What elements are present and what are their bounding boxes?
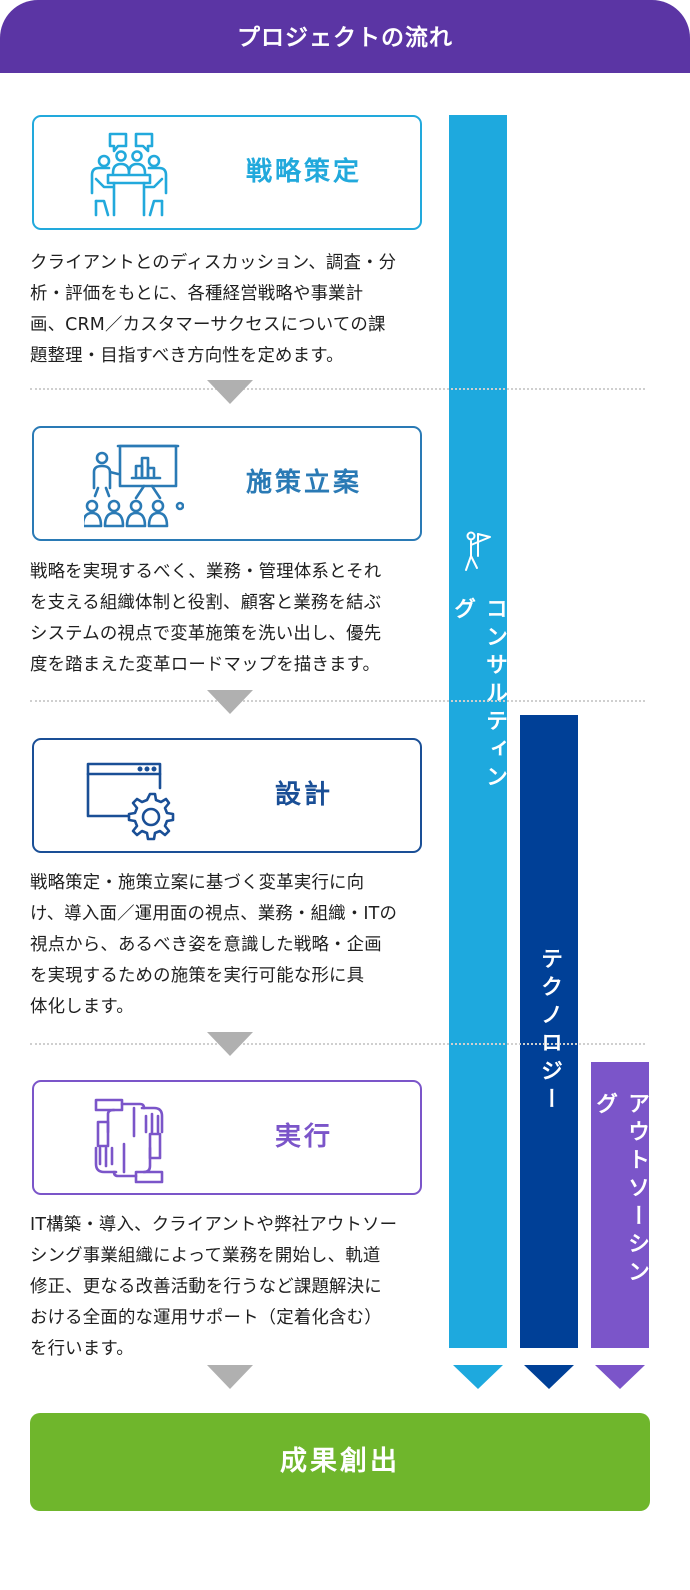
- presentation-audience-icon: [81, 442, 185, 530]
- separator: [30, 388, 645, 390]
- desc-line: 画、CRM／カスタマーサクセスについての課: [30, 315, 386, 335]
- desc-line: 修正、更なる改善活動を行うなど課題解決に: [30, 1277, 382, 1297]
- technology-arrow-icon: [524, 1365, 574, 1389]
- desc-line: け、導入面／運用面の視点、業務・組織・ITの: [30, 904, 398, 924]
- step-arrow-icon: [207, 1365, 253, 1389]
- consulting-bar: コンサルティング: [449, 115, 507, 1348]
- desc-line: を行います。: [30, 1339, 134, 1359]
- step-execution-title: 実行: [274, 1122, 333, 1152]
- desc-line: 戦略策定・施策立案に基づく変革実行に向: [30, 873, 365, 893]
- result-banner: 成果創出: [30, 1413, 650, 1511]
- step-planning-box: 施策立案: [32, 426, 422, 541]
- desc-line: シング事業組織によって業務を開始し、軌道: [30, 1246, 381, 1266]
- outsourcing-bar: アウトソーシング: [591, 1062, 649, 1348]
- desc-line: おける全面的な運用サポート（定着化含む）: [30, 1308, 382, 1328]
- joined-hands-icon: [84, 1096, 174, 1184]
- separator: [30, 1043, 645, 1045]
- outsourcing-label: アウトソーシング: [592, 1092, 649, 1288]
- consulting-label: コンサルティング: [450, 597, 507, 793]
- desc-line: システムの視点で変革施策を洗い出し、優先: [30, 624, 382, 644]
- step-strategy-box: 戦略策定: [32, 115, 422, 230]
- desc-line: 析・評価をもとに、各種経営戦略や事業計: [30, 284, 364, 304]
- person-flag-icon: [463, 530, 493, 580]
- page-title: プロジェクトの流れ: [0, 0, 690, 73]
- step-design-title: 設計: [274, 780, 333, 810]
- desc-line: を実現するための施策を実行可能な形に具: [30, 966, 365, 986]
- technology-label: テクノロジー: [537, 947, 562, 1115]
- technology-bar: テクノロジー: [520, 715, 578, 1348]
- meeting-discussion-icon: [84, 131, 174, 219]
- step-design-description: 戦略策定・施策立案に基づく変革実行に向け、導入面／運用面の視点、業務・組織・IT…: [30, 868, 430, 1023]
- consulting-arrow-icon: [453, 1365, 503, 1389]
- desc-line: を支える組織体制と役割、顧客と業務を結ぶ: [30, 593, 382, 613]
- outsourcing-arrow-icon: [595, 1365, 645, 1389]
- step-arrow-icon: [207, 1032, 253, 1056]
- desc-line: 題整理・目指すべき方向性を定めます。: [30, 346, 344, 366]
- separator: [30, 700, 645, 702]
- desc-line: 戦略を実現するべく、業務・管理体系とそれ: [30, 562, 382, 582]
- step-execution-box: 実行: [32, 1080, 422, 1195]
- step-arrow-icon: [207, 380, 253, 404]
- step-planning-title: 施策立案: [245, 468, 362, 498]
- step-execution-description: IT構築・導入、クライアントや弊社アウトソーシング事業組織によって業務を開始し、…: [30, 1210, 430, 1365]
- step-strategy-title: 戦略策定: [245, 157, 362, 187]
- desc-line: クライアントとのディスカッション、調査・分: [30, 253, 397, 273]
- window-gear-icon: [84, 754, 175, 842]
- step-planning-description: 戦略を実現するべく、業務・管理体系とそれを支える組織体制と役割、顧客と業務を結ぶ…: [30, 557, 430, 681]
- desc-line: 体化します。: [30, 997, 134, 1017]
- step-arrow-icon: [207, 690, 253, 714]
- step-strategy-description: クライアントとのディスカッション、調査・分析・評価をもとに、各種経営戦略や事業計…: [30, 248, 430, 372]
- desc-line: IT構築・導入、クライアントや弊社アウトソー: [30, 1215, 398, 1235]
- desc-line: 度を踏まえた変革ロードマップを描きます。: [30, 655, 381, 675]
- desc-line: 視点から、あるべき姿を意識した戦略・企画: [30, 935, 382, 955]
- step-design-box: 設計: [32, 738, 422, 853]
